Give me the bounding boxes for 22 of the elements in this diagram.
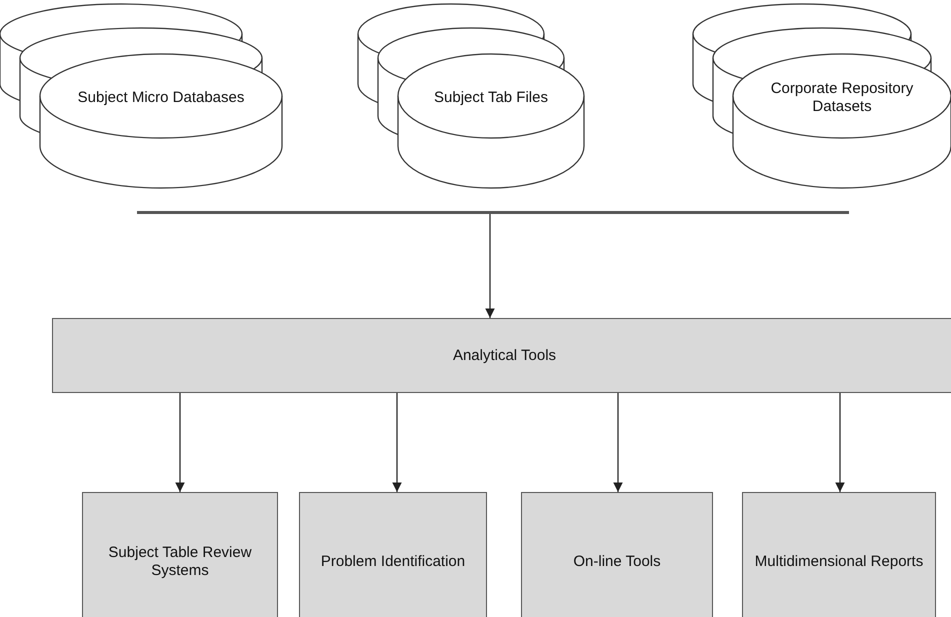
arrow [485, 214, 495, 318]
tools-band [52, 318, 951, 393]
box-label: Problem Identification [320, 553, 466, 571]
database-stack [358, 4, 584, 190]
arrow [613, 393, 623, 492]
database-stack [693, 4, 951, 190]
arrow [392, 393, 402, 492]
arrow [175, 393, 185, 492]
database-stack [0, 4, 282, 190]
box-label: Subject Table Review Systems [107, 544, 253, 580]
merge-bar [137, 211, 849, 214]
database-label: Subject Micro Databases [76, 88, 246, 108]
output-box [742, 492, 936, 617]
output-box [299, 492, 487, 617]
output-box [82, 492, 278, 617]
box-label: Analytical Tools [452, 346, 558, 364]
database-label: Subject Tab Files [433, 88, 549, 108]
database-label: Corporate Repository Datasets [770, 79, 914, 117]
box-label: On-line Tools [572, 553, 662, 571]
output-box [521, 492, 713, 617]
arrow [835, 393, 845, 492]
box-label: Multidimensional Reports [754, 553, 924, 571]
